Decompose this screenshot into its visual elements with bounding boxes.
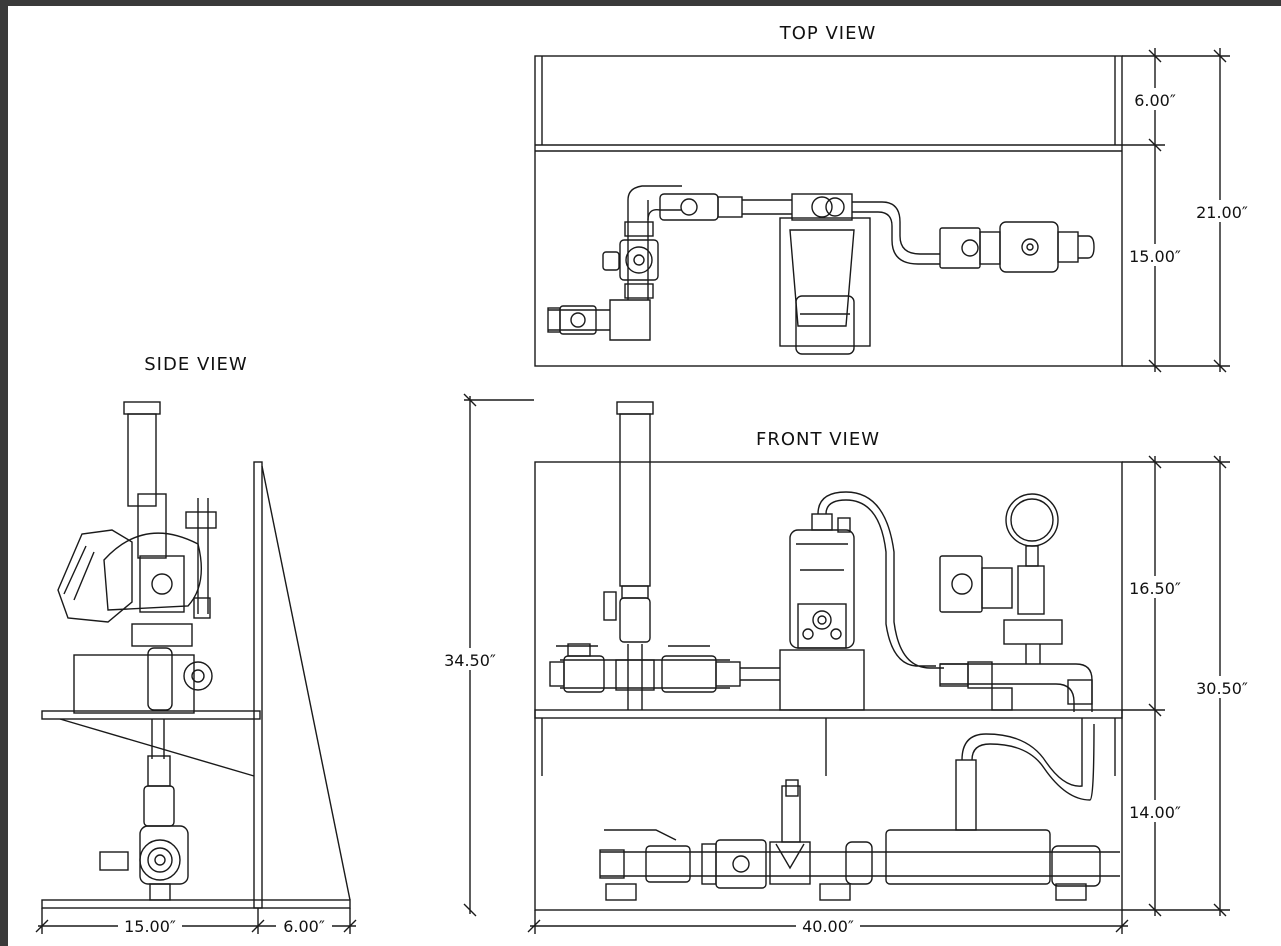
top-valve-manifold bbox=[547, 185, 792, 341]
front-dimensions bbox=[463, 393, 1230, 934]
top-view-title: TOP VIEW bbox=[779, 23, 877, 44]
dim-side-brace: 6.00″ bbox=[283, 917, 325, 936]
dim-top-total: 21.00″ bbox=[1196, 203, 1248, 222]
frame-left-border bbox=[0, 0, 8, 946]
front-lower-assembly bbox=[599, 759, 1120, 901]
front-view-title: FRONT VIEW bbox=[756, 429, 880, 450]
dim-overall-height: 34.50″ bbox=[444, 651, 496, 670]
front-upper-tube bbox=[817, 491, 944, 669]
dim-front-total: 30.50″ bbox=[1196, 679, 1248, 698]
top-tube bbox=[852, 201, 940, 265]
front-view-outline bbox=[534, 461, 1123, 911]
side-view-title: SIDE VIEW bbox=[144, 354, 247, 375]
front-valve-manifold bbox=[549, 643, 780, 693]
dim-front-width: 40.00″ bbox=[802, 917, 854, 936]
front-lower-tube bbox=[961, 718, 1095, 801]
side-dimensions bbox=[35, 908, 357, 934]
front-view bbox=[534, 401, 1123, 911]
front-pump bbox=[779, 513, 865, 711]
dim-top-depth-lower: 15.00″ bbox=[1129, 247, 1181, 266]
dim-front-upper: 16.50″ bbox=[1129, 579, 1181, 598]
front-gauge-assembly bbox=[939, 493, 1093, 712]
top-view-outline bbox=[534, 55, 1123, 367]
side-view bbox=[41, 401, 351, 909]
dimension-labels: 6.00″ 15.00″ 21.00″ 34.50″ 16.50″ 14.00″… bbox=[118, 88, 1252, 936]
view-labels: TOP VIEW SIDE VIEW FRONT VIEW bbox=[144, 23, 880, 450]
dim-top-depth-upper: 6.00″ bbox=[1134, 91, 1176, 110]
frame-top-border bbox=[0, 0, 1281, 6]
top-solenoid-gauge bbox=[939, 221, 1095, 273]
dim-front-lower: 14.00″ bbox=[1129, 803, 1181, 822]
top-pump bbox=[779, 193, 871, 355]
dim-side-depth: 15.00″ bbox=[124, 917, 176, 936]
top-view bbox=[534, 55, 1123, 367]
front-dampener bbox=[603, 401, 655, 710]
